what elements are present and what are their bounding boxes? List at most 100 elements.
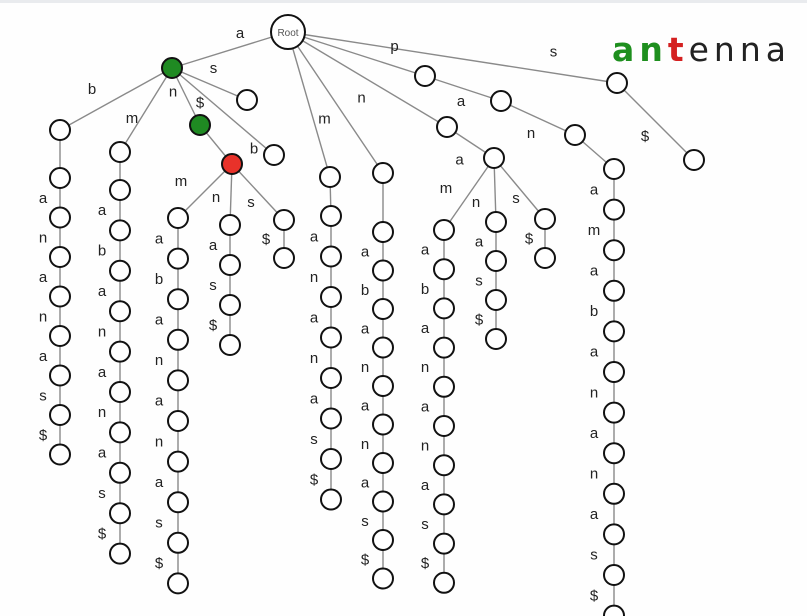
chain-8-edge-label-2: s <box>475 273 483 290</box>
edge-r_s <box>287 31 618 84</box>
trie-node <box>320 488 342 511</box>
trie-node <box>167 288 189 311</box>
root-node <box>270 14 306 50</box>
edge-label-as: s <box>210 60 218 77</box>
trie-node <box>49 285 71 308</box>
root-label: Root <box>277 28 298 39</box>
edge-label-a$: $ <box>196 95 205 112</box>
chain-2-edge-label: m <box>175 173 188 190</box>
word-letter: e <box>688 30 714 69</box>
trie-node <box>372 162 394 184</box>
trie-node <box>485 250 507 272</box>
trie-node <box>320 205 342 227</box>
chain-7-edge-label-8: s <box>421 516 429 533</box>
chain-1-edge-label-5: a <box>98 364 107 381</box>
current-node <box>221 153 243 175</box>
edge-r_pan <box>500 100 576 136</box>
trie-node <box>109 179 131 201</box>
word-letter: t <box>667 30 689 69</box>
trie-node <box>603 604 625 616</box>
trie-node <box>109 340 131 363</box>
chain-1-edge-label-9: $ <box>98 525 107 542</box>
edge-label-r_b: b <box>250 141 258 158</box>
chain-9-edge-label: s <box>512 190 520 207</box>
chain-3-edge-label-2: s <box>209 277 217 294</box>
chain-0-edge-label-2: n <box>39 229 47 246</box>
trie-node <box>483 147 505 169</box>
trie-node <box>167 450 189 473</box>
trie-node <box>219 294 241 316</box>
word-letter: a <box>765 30 791 69</box>
edge-label-r_n: n <box>357 90 365 107</box>
chain-2-edge-label-8: s <box>155 515 163 532</box>
trie-node <box>372 413 394 436</box>
trie-node <box>263 144 285 166</box>
edge-label-an: n <box>169 84 177 101</box>
trie-node <box>319 166 341 188</box>
edge-label-r_na: a <box>455 152 464 169</box>
chain-2-edge-label-2: b <box>155 271 163 288</box>
trie-node <box>534 247 556 269</box>
edge-label-a: a <box>236 25 245 42</box>
chain-2-edge-label-9: $ <box>155 555 164 572</box>
chain-2-edge-label-3: a <box>155 312 164 329</box>
chain-1-edge-label-3: a <box>98 283 107 300</box>
trie-node <box>167 207 189 229</box>
trie-node <box>219 214 241 236</box>
trie-node <box>49 404 71 426</box>
trie-node <box>433 415 455 437</box>
trie-node <box>167 247 189 270</box>
trie-node <box>603 361 625 383</box>
chain-6-edge-label-7: a <box>361 474 370 491</box>
trie-node <box>109 381 131 403</box>
trie-node <box>433 532 455 555</box>
trie-node <box>372 567 394 590</box>
chain-0-edge-label-7: $ <box>39 427 48 444</box>
edge-label-r_pa: a <box>457 93 466 110</box>
edge-a$ <box>171 67 275 156</box>
edge-r_m <box>287 31 384 174</box>
trie-node <box>167 572 189 595</box>
chain-0-edge-label-6: s <box>39 387 47 404</box>
trie-edge-labels: abmns$abmnapans$ananas$abananas$mabanana… <box>39 25 650 604</box>
trie-node <box>49 364 71 387</box>
trie-node <box>485 211 507 233</box>
chain-10-edge-label-2: m <box>588 222 601 239</box>
chain-2-edge-0 <box>177 163 233 219</box>
trie-nodes: Root <box>49 14 705 616</box>
chain-10-edge-label-11: $ <box>590 587 599 604</box>
trie-node <box>372 221 394 243</box>
trie-node <box>167 531 189 554</box>
trie-node <box>49 246 71 268</box>
trie-node <box>683 149 705 171</box>
trie-node <box>49 167 71 189</box>
trie-node <box>109 141 131 163</box>
chain-4-edge-label-1: $ <box>262 231 271 248</box>
edge-r_n <box>287 31 448 128</box>
edge-ab <box>59 67 173 131</box>
trie-node <box>372 452 394 474</box>
chain-5-edge-label-7: $ <box>310 471 319 488</box>
trie-node <box>109 421 131 444</box>
chain-7-edge-label-3: a <box>421 320 430 337</box>
trie-node <box>320 326 342 349</box>
chain-8-edge-label-1: a <box>475 234 484 251</box>
trie-node <box>433 375 455 398</box>
chain-7-edge-label-5: a <box>421 398 430 415</box>
edge-r_pa <box>424 75 502 102</box>
chain-3-edge-label-1: a <box>209 237 218 254</box>
edge-a <box>171 31 289 69</box>
trie-node <box>603 442 625 465</box>
trie-node <box>603 523 625 546</box>
trie-node <box>603 158 625 180</box>
trie-node <box>433 454 455 477</box>
trie-node <box>167 491 189 514</box>
chain-10-edge-label-6: n <box>590 384 598 401</box>
edge-label-r_p: p <box>390 38 398 55</box>
chain-6-edge-label-5: a <box>361 397 370 414</box>
trie-node <box>49 119 71 141</box>
trie-node <box>436 116 458 138</box>
chain-2-edge-label-5: a <box>155 393 164 410</box>
chain-7-edge-label-6: n <box>421 438 429 455</box>
